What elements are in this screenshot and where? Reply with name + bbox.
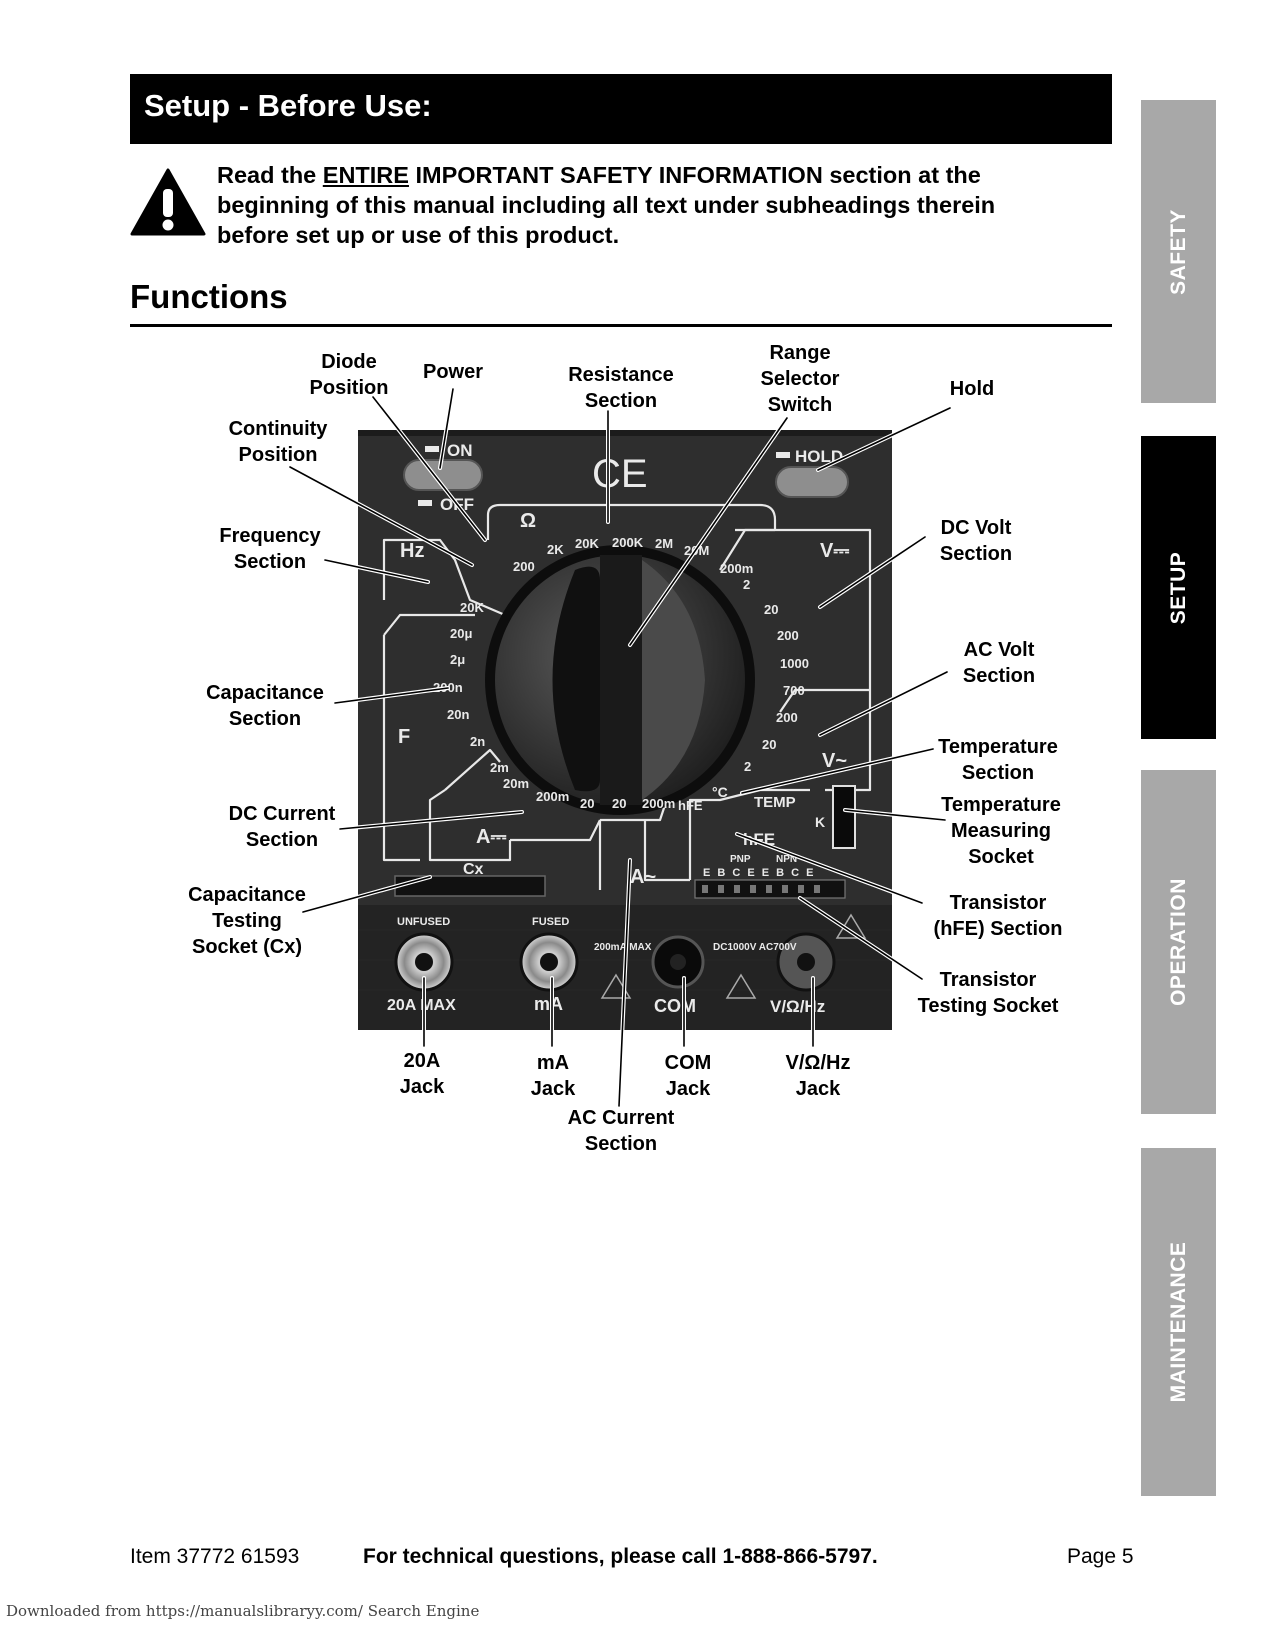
meter-unfused-label: UNFUSED bbox=[397, 916, 450, 928]
tab-operation[interactable]: OPERATION bbox=[1141, 770, 1216, 1114]
aca-range-20: 20 bbox=[612, 796, 626, 811]
hz-range-20k: 20K bbox=[460, 600, 484, 615]
footer-page-number: Page 5 bbox=[1067, 1545, 1134, 1568]
dca-range-20m: 20m bbox=[503, 776, 529, 791]
cap-range-20n: 20n bbox=[447, 707, 469, 722]
meter-com-label: COM bbox=[654, 996, 696, 1016]
meter-20a-label: 20A MAX bbox=[387, 997, 456, 1014]
meter-npn-label: NPN bbox=[776, 854, 797, 865]
warning-triangle-icon bbox=[130, 168, 206, 236]
dcv-range-1000: 1000 bbox=[780, 656, 809, 671]
aca-range-200m: 200m bbox=[642, 796, 675, 811]
footer-item-number: Item 37772 61593 bbox=[130, 1545, 300, 1568]
meter-pin-labels: E B C E E B C E bbox=[703, 867, 816, 879]
meter-fused-label: FUSED bbox=[532, 916, 569, 928]
meter-farad-label: F bbox=[398, 726, 410, 748]
dca-range-20: 20 bbox=[580, 796, 594, 811]
acv-range-2: 2 bbox=[744, 759, 751, 774]
ce-mark: CE bbox=[592, 452, 648, 496]
meter-vmax-label: DC1000V AC700V bbox=[713, 942, 797, 953]
dca-range-200m: 200m bbox=[536, 789, 569, 804]
ohm-range-2m: 2M bbox=[655, 536, 673, 551]
tab-operation-label: OPERATION bbox=[1166, 878, 1190, 1006]
meter-k-label: K bbox=[815, 814, 825, 830]
tab-maintenance[interactable]: MAINTENANCE bbox=[1141, 1148, 1216, 1496]
multimeter-diagram: ON OFF HOLD CE Hz Ω V⎓ V~ F A⎓ A~ Cx TEM… bbox=[188, 342, 1063, 1155]
tab-setup[interactable]: SETUP bbox=[1141, 436, 1216, 739]
dca-range-2m: 2m bbox=[490, 760, 509, 775]
meter-pnp-label: PNP bbox=[730, 854, 751, 865]
meter-cx-label: Cx bbox=[463, 861, 484, 878]
meter-adc-label: A⎓ bbox=[476, 826, 506, 848]
dcv-range-20: 20 bbox=[764, 602, 778, 617]
cap-range-20u: 20μ bbox=[450, 626, 472, 641]
callout-transistor-hfe-section: Transistor(hFE) Section bbox=[934, 892, 1063, 940]
tab-maintenance-label: MAINTENANCE bbox=[1166, 1241, 1190, 1403]
meter-vohmhz-label: V/Ω/Hz bbox=[770, 997, 825, 1016]
warning-text-post: IMPORTANT SAFETY INFORMATION section at … bbox=[217, 162, 996, 248]
dcv-range-200: 200 bbox=[777, 628, 799, 643]
meter-vdc-label: V⎓ bbox=[820, 540, 849, 562]
meter-hold-label: HOLD bbox=[795, 447, 843, 466]
tab-safety-label: SAFETY bbox=[1166, 208, 1190, 295]
meter-degc-label: °C bbox=[712, 784, 728, 800]
ohm-range-20k: 20K bbox=[575, 536, 599, 551]
tab-safety[interactable]: SAFETY bbox=[1141, 100, 1216, 403]
acv-range-20: 20 bbox=[762, 737, 776, 752]
acv-range-700: 700 bbox=[783, 683, 805, 698]
meter-ma-max-label: 200mA MAX bbox=[594, 942, 652, 953]
section-title: Setup - Before Use: bbox=[144, 88, 432, 123]
meter-vac-label: V~ bbox=[822, 750, 847, 772]
functions-heading: Functions bbox=[130, 278, 288, 315]
meter-hz-label: Hz bbox=[400, 540, 424, 562]
ohm-range-200k: 200K bbox=[612, 535, 644, 550]
meter-on-label: ON bbox=[447, 441, 473, 460]
cap-range-2n: 2n bbox=[470, 734, 485, 749]
meter-temp-label: TEMP bbox=[754, 794, 796, 811]
download-watermark: Downloaded from https://manualslibraryy.… bbox=[6, 1602, 480, 1620]
acv-range-200: 200 bbox=[776, 710, 798, 725]
ohm-range-200: 200 bbox=[513, 559, 535, 574]
meter-ohm-label: Ω bbox=[520, 510, 536, 532]
meter-aac-label: A~ bbox=[630, 866, 656, 888]
warning-text-emphasis: ENTIRE bbox=[322, 162, 409, 188]
meter-ma-label: mA bbox=[534, 994, 563, 1014]
callout-hold: Hold bbox=[950, 378, 994, 400]
cap-range-2u: 2μ bbox=[450, 652, 465, 667]
heading-divider bbox=[130, 324, 1112, 327]
safety-warning-text: Read the ENTIRE IMPORTANT SAFETY INFORMA… bbox=[217, 160, 1017, 250]
meter-hfe-range: hFE bbox=[678, 798, 703, 813]
footer-tech-support: For technical questions, please call 1-8… bbox=[363, 1545, 878, 1568]
warning-text-pre: Read the bbox=[217, 162, 323, 188]
ohm-range-2k: 2K bbox=[547, 542, 564, 557]
callout-power: Power bbox=[423, 361, 483, 383]
dcv-range-200m: 200m bbox=[720, 561, 753, 576]
dcv-range-2: 2 bbox=[743, 577, 750, 592]
section-title-bar: Setup - Before Use: bbox=[130, 74, 1112, 144]
tab-setup-label: SETUP bbox=[1166, 551, 1190, 624]
